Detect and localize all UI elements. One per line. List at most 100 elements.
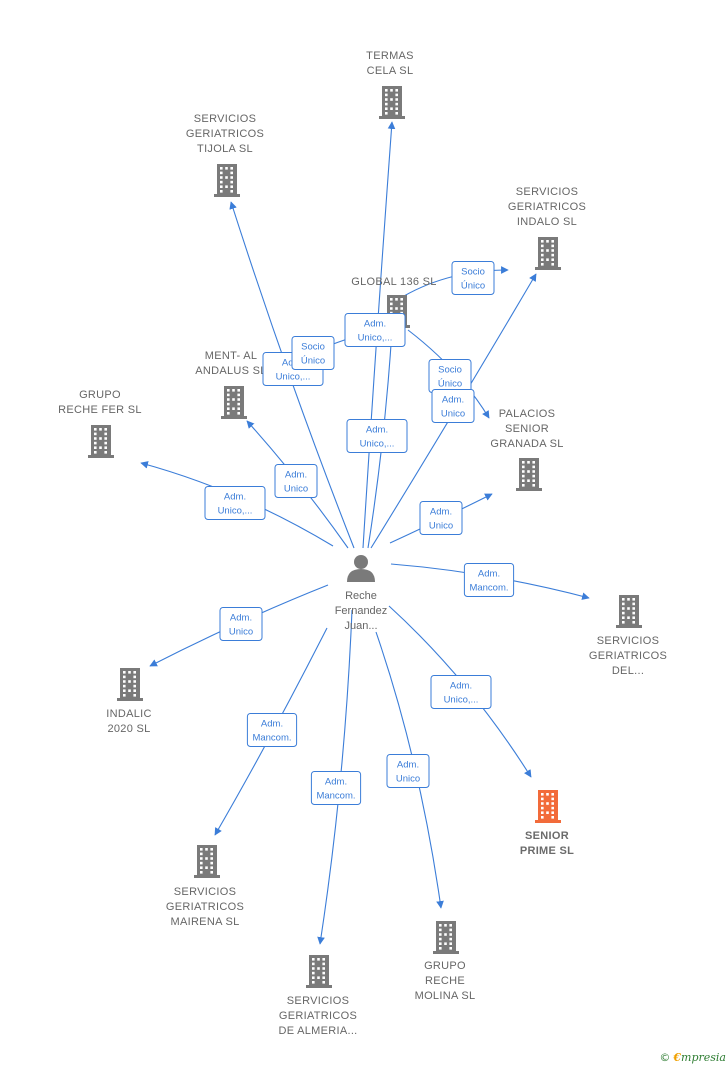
company-name-line: GERIATRICOS <box>166 901 244 913</box>
edge-label-text: Mancom. <box>469 583 508 594</box>
edge-label-text: Mancom. <box>252 733 291 744</box>
company-name-line: GRANADA SL <box>490 438 563 450</box>
edge-label-l-palacios: Adm. Unico <box>419 501 463 535</box>
edge-label-text: Unico <box>229 627 253 638</box>
company-name-line: GERIATRICOS <box>589 650 667 662</box>
company-name-line: SERVICIOS <box>287 995 349 1007</box>
company-name-line: RECHE <box>425 975 465 987</box>
company-name-line: PALACIOS <box>499 408 556 420</box>
edge-label-text: Único <box>301 356 325 367</box>
company-node-molina[interactable]: GRUPO RECHE MOLINA SL <box>415 921 476 1002</box>
company-name-line: RECHE FER SL <box>58 404 142 416</box>
edge-label-l-mental: Adm. Unico <box>274 464 318 498</box>
company-name-line: MOLINA SL <box>415 990 476 1002</box>
edge-label-text: Adm. <box>442 395 464 406</box>
edge-label-text: Unico <box>284 484 308 495</box>
company-name-line: CELA SL <box>367 65 414 77</box>
edge-label-text: Único <box>461 281 485 292</box>
company-name-line: INDALIC <box>106 708 152 720</box>
company-name-line: SERVICIOS <box>516 186 578 198</box>
company-node-serv-del[interactable]: SERVICIOS GERIATRICOS DEL... <box>589 595 667 677</box>
edge-label-text: Mancom. <box>316 791 355 802</box>
edge-label-text: Adm. <box>450 681 472 692</box>
edge-label-l-indalic: Adm. Unico <box>219 607 263 641</box>
company-name-line: SERVICIOS <box>194 113 256 125</box>
company-node-palacios[interactable]: PALACIOS SENIOR GRANADA SL <box>490 408 563 491</box>
brand-name: mpresia <box>681 1051 726 1064</box>
company-name-line: SENIOR <box>525 830 569 842</box>
edge-label-text: Adm. <box>478 569 500 580</box>
building-icon <box>516 458 542 491</box>
brand-footer: ©€mpresia <box>659 1051 726 1064</box>
edge-label-text: Adm. <box>230 613 252 624</box>
company-name-line: GRUPO <box>424 960 466 972</box>
edge-label-text: Unico,... <box>218 506 253 517</box>
edge-label-text: Adm. <box>285 470 307 481</box>
edge-label-l-senior: Adm. Unico,... <box>430 675 492 709</box>
person-node[interactable]: RecheFernandezJuan... <box>335 555 388 632</box>
company-name-line: TIJOLA SL <box>197 143 253 155</box>
company-node-grupo-reche-fer[interactable]: GRUPO RECHE FER SL <box>58 389 142 458</box>
edge-label-text: Único <box>438 379 462 390</box>
edge-label-l-almeria: Adm. Mancom. <box>310 771 362 805</box>
edge-label-l-mairena: Adm.Mancom. <box>246 713 298 747</box>
company-name-line: ANDALUS SL <box>195 365 266 377</box>
company-name-line: 2020 SL <box>107 723 150 735</box>
edge-label-text: Unico,... <box>444 695 479 706</box>
company-name-line: SENIOR <box>505 423 549 435</box>
company-name-line: GERIATRICOS <box>186 128 264 140</box>
person-name-line: Fernandez <box>335 605 388 617</box>
building-icon <box>616 595 642 628</box>
edge-label-l-serv-del: Adm. Mancom. <box>463 563 515 597</box>
building-icon <box>535 790 561 823</box>
edge-label-text: Adm. <box>224 492 246 503</box>
company-name-line: GLOBAL 136 SL <box>351 276 436 288</box>
person-name-line: Reche <box>345 590 377 602</box>
company-name-line: PRIME SL <box>520 845 574 857</box>
edge-label-text: Adm. <box>397 760 419 771</box>
edge-label-text: Adm. <box>325 777 347 788</box>
building-icon <box>117 668 143 701</box>
edge-label-text: Adm. <box>366 425 388 436</box>
building-icon <box>306 955 332 988</box>
edge-label-l-indalo: Adm.Unico <box>431 389 475 423</box>
building-icon <box>221 386 247 419</box>
copyright-icon: © <box>659 1051 671 1064</box>
company-name-line: MENT- AL <box>205 350 258 362</box>
company-name-line: MAIRENA SL <box>170 916 239 928</box>
company-name-line: GERIATRICOS <box>508 201 586 213</box>
edge-label-text: Socio <box>438 365 462 376</box>
company-node-tijola[interactable]: SERVICIOS GERIATRICOS TIJOLA SL <box>186 113 264 197</box>
edge-label-l-global: Adm. Unico,... <box>346 419 408 453</box>
building-icon <box>379 86 405 119</box>
edge-label-l-molina: Adm. Unico <box>386 754 430 788</box>
edge-label-text: Adm. <box>430 507 452 518</box>
company-name-line: GERIATRICOS <box>279 1010 357 1022</box>
building-icon <box>214 164 240 197</box>
building-icon <box>194 845 220 878</box>
edge-label-text: Socio <box>301 342 325 353</box>
edge-label-text: Socio <box>461 267 485 278</box>
company-name-line: GRUPO <box>79 389 121 401</box>
edge-label-l-grupo-fer: Adm. Unico,... <box>204 486 266 520</box>
company-node-indalic[interactable]: INDALIC 2020 SL <box>106 668 152 735</box>
company-name-line: DEL... <box>612 665 644 677</box>
edge-label-text: Unico,... <box>360 439 395 450</box>
edge-label-text: Unico,... <box>276 372 311 383</box>
edge-label-text: Unico <box>429 521 453 532</box>
person-name-line: Juan... <box>344 620 377 632</box>
company-node-mental[interactable]: MENT- AL ANDALUS SL <box>195 350 266 419</box>
brand-logo-letter: € <box>673 1051 682 1064</box>
company-node-senior-prime[interactable]: SENIOR PRIME SL <box>520 790 574 857</box>
edge-label-text: Unico <box>396 774 420 785</box>
building-icon <box>88 425 114 458</box>
edge-label-l-termas: Adm.Unico,... <box>344 313 406 347</box>
edge-label-text: Adm. <box>364 319 386 330</box>
company-name-line: SERVICIOS <box>597 635 659 647</box>
